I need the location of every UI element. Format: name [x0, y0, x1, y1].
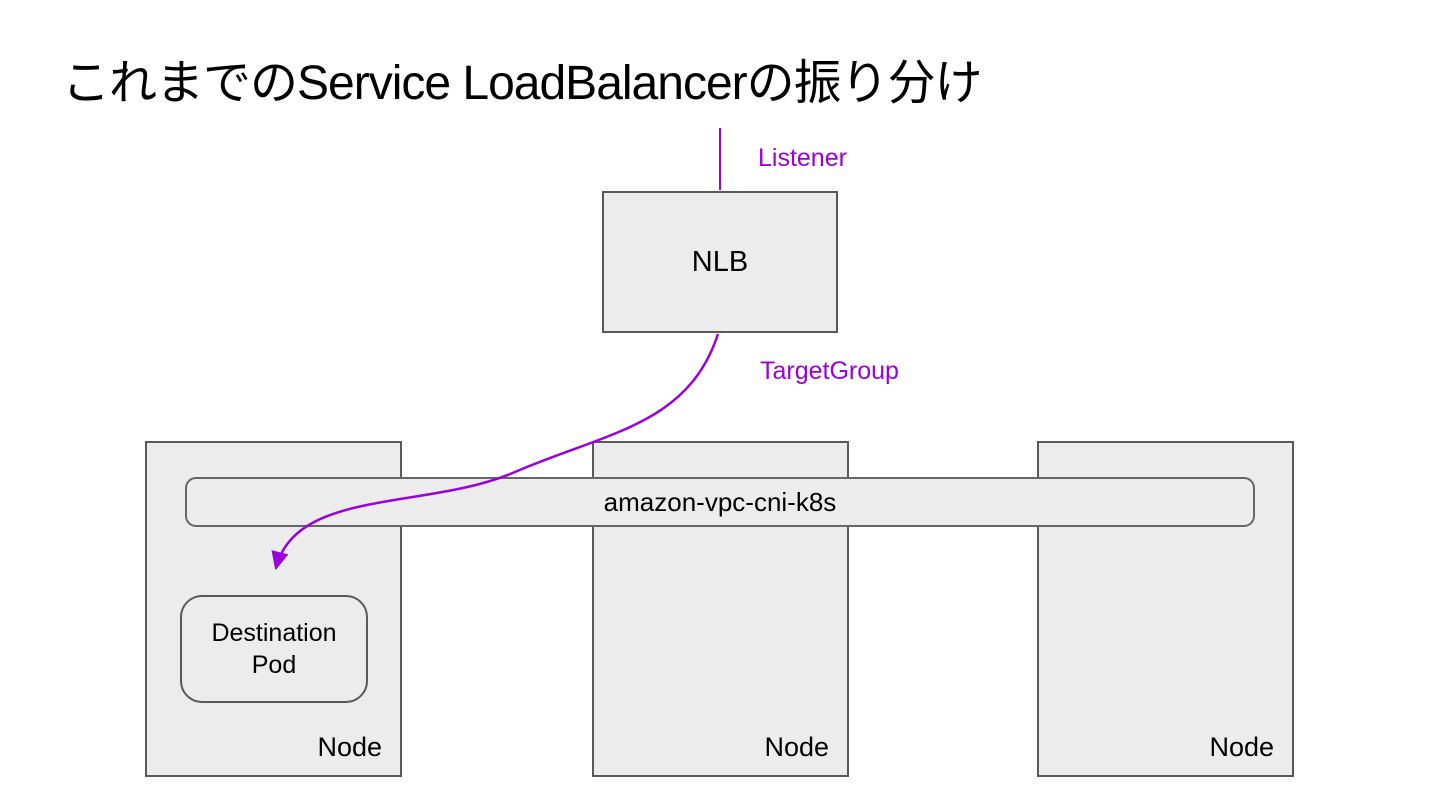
- nlb-box: NLB: [602, 191, 838, 333]
- destination-pod-label: Destination Pod: [211, 619, 337, 679]
- page-title: これまでのService LoadBalancerの振り分け: [62, 57, 983, 110]
- targetgroup-label: TargetGroup: [760, 357, 899, 385]
- nlb-label: NLB: [691, 245, 749, 278]
- node-label-1: Node: [317, 732, 382, 762]
- node-label-2: Node: [764, 732, 829, 762]
- cni-bar: amazon-vpc-cni-k8s: [185, 477, 1255, 527]
- destination-pod-box: Destination Pod: [180, 595, 368, 703]
- node-label-3: Node: [1209, 732, 1274, 762]
- cni-bar-label: amazon-vpc-cni-k8s: [603, 486, 837, 517]
- listener-label: Listener: [758, 144, 847, 172]
